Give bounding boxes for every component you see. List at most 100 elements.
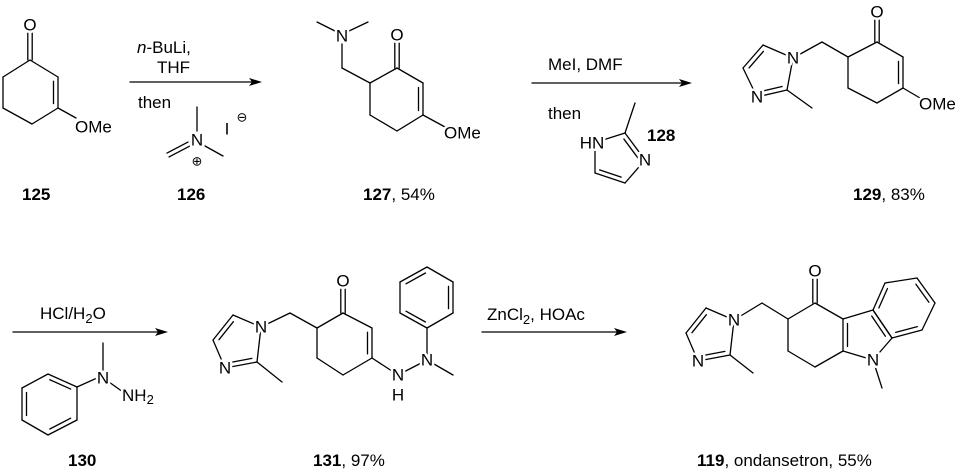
bond — [876, 41, 904, 58]
then-label: then — [138, 93, 171, 112]
double-bond — [168, 145, 191, 158]
compound-label-127: 127, 54% — [363, 185, 435, 204]
bond — [316, 357, 344, 376]
atom-nitrogen: N — [97, 369, 109, 388]
bond — [399, 312, 428, 329]
bond — [212, 339, 226, 369]
bond — [426, 266, 454, 283]
double-bond — [759, 85, 783, 93]
bond — [108, 381, 124, 393]
atom-nitrogen: N — [392, 366, 404, 385]
bond — [842, 309, 874, 320]
atom-nitrogen: N — [421, 351, 433, 370]
atom-nitrogen: N — [255, 318, 267, 337]
bond — [697, 354, 731, 362]
bond — [742, 44, 764, 69]
atom-nitrogen: N — [787, 49, 799, 68]
bond — [872, 309, 893, 339]
atom-nh: HN — [580, 134, 605, 153]
bond — [371, 357, 399, 376]
iodide: I — [225, 120, 230, 139]
compound-number-125: 125 — [22, 185, 50, 204]
double-bond — [878, 287, 889, 309]
double-bond — [405, 272, 427, 285]
bond — [902, 87, 921, 99]
then-label: then — [548, 104, 581, 123]
bond — [624, 132, 646, 161]
compound-number-126: 126 — [177, 185, 205, 204]
atom-oxygen: O — [390, 26, 403, 45]
bond — [21, 373, 49, 389]
negative-charge: ⊖ — [237, 110, 248, 125]
compound-label-131: 131, 97% — [313, 451, 385, 470]
bond — [256, 361, 283, 383]
bond — [57, 107, 77, 119]
bond — [397, 359, 428, 376]
atom-nitrogen: N — [751, 88, 763, 107]
bond — [872, 337, 893, 361]
double-bond — [49, 379, 72, 390]
bond — [341, 67, 371, 84]
double-bond — [691, 314, 708, 334]
double-bond — [598, 169, 622, 178]
atom-nitrogen: N — [639, 151, 651, 170]
solvent-thf: THF — [157, 58, 190, 77]
double-bond — [915, 283, 930, 303]
bond — [399, 266, 428, 283]
bond — [342, 312, 373, 329]
bond — [733, 302, 763, 321]
atom-nitrogen: N — [728, 311, 740, 330]
compound-119: O N N N 119, ondansetron, 55% — [689, 259, 881, 470]
bond — [786, 89, 813, 109]
compound-number-130: 130 — [68, 451, 96, 470]
positive-charge: ⊕ — [192, 154, 203, 169]
bond — [685, 332, 699, 362]
reagent-hcl-water: HCl/H2O — [40, 304, 106, 326]
atom-nh2: NH2 — [122, 386, 154, 407]
double-bond — [871, 315, 887, 337]
compound-125: O OMe 125 — [21, 13, 114, 204]
bond — [204, 145, 224, 157]
step-3-conditions: HCl/H2O N NH2 130 — [40, 304, 156, 470]
bond — [872, 359, 883, 389]
bond — [891, 329, 923, 339]
bond — [624, 102, 636, 134]
bond — [29, 59, 59, 78]
bond — [921, 302, 936, 331]
double-bond — [228, 357, 253, 364]
double-bond — [895, 325, 918, 334]
bond — [876, 87, 904, 104]
bond — [624, 159, 646, 184]
double-bond — [218, 321, 235, 341]
atom-methoxy: OMe — [75, 118, 112, 137]
bond — [426, 359, 454, 376]
bond — [762, 44, 794, 59]
bond — [705, 307, 735, 321]
step-4-conditions: ZnCl2, HOAc — [487, 305, 585, 327]
bond — [787, 350, 816, 368]
bond — [814, 302, 844, 320]
bond — [212, 314, 234, 341]
bond — [685, 307, 707, 334]
bond — [316, 312, 344, 329]
atom-methoxy: OMe — [919, 95, 956, 114]
double-bond — [748, 50, 765, 69]
bond — [76, 377, 98, 388]
bond — [2, 107, 33, 125]
atom-nitrogen: N — [191, 131, 203, 150]
step-1-conditions: n-BuLi, THF then N ⊕ I ⊖ 126 — [137, 38, 250, 204]
compound-127: O N OMe 127, 54% — [333, 23, 483, 204]
bond — [729, 354, 754, 374]
bond — [369, 67, 398, 84]
bond — [396, 114, 424, 132]
atom-oxygen: O — [336, 272, 349, 291]
bond — [916, 277, 936, 304]
reaction-arrow-1-head — [249, 78, 262, 86]
bond — [426, 312, 454, 329]
bond — [260, 312, 291, 328]
compound-131: O N N N H N 131, 97% — [216, 269, 435, 470]
bond — [847, 41, 878, 58]
compound-129: O N N OMe 129, 83% — [748, 0, 958, 204]
bond — [872, 282, 886, 311]
